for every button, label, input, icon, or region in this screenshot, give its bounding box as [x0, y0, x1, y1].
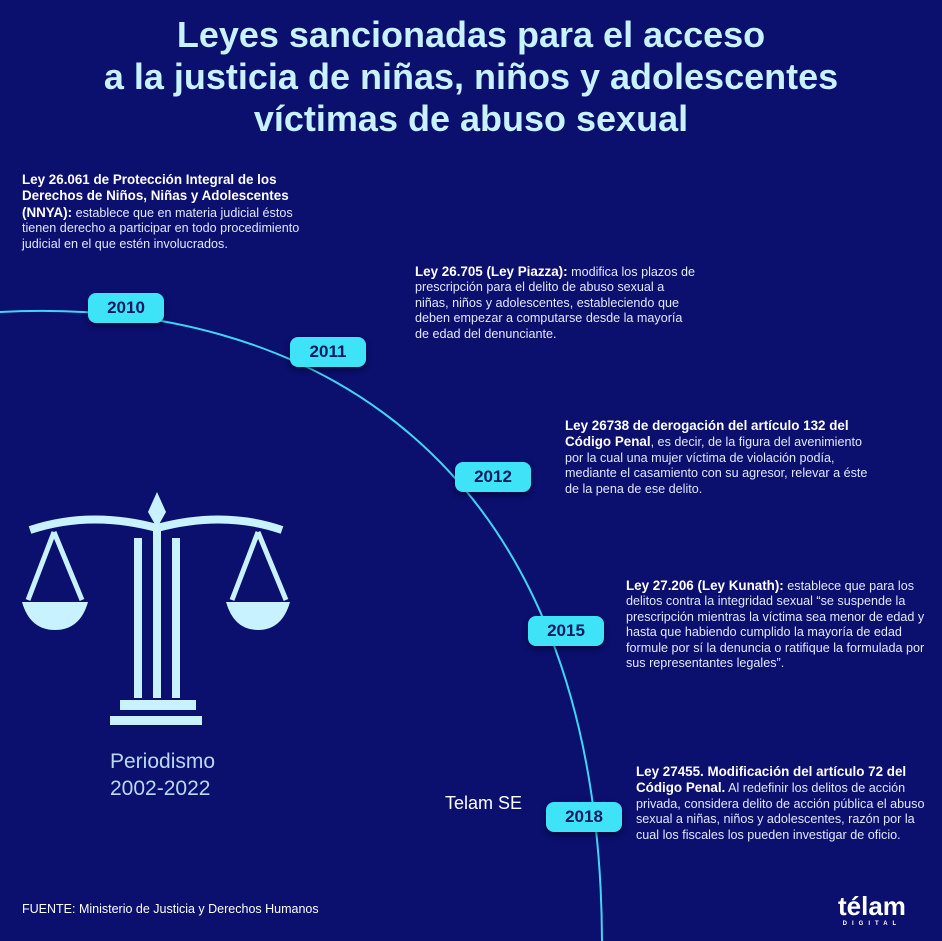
- title-line: a la justicia de niñas, niños y adolesce…: [103, 56, 839, 97]
- period-text: Periodismo: [110, 750, 216, 773]
- timeline-entry-2010: Ley 26.061 de Protección Integral de los…: [22, 172, 300, 251]
- source-note: FUENTE: Ministerio de Justicia y Derecho…: [22, 902, 319, 916]
- timeline-entry-2015: Ley 27.206 (Ley Kunath): establece que p…: [626, 578, 925, 671]
- page-title: Leyes sancionadas para el acceso a la ju…: [0, 14, 942, 140]
- timeline-entry-2011: Ley 26.705 (Ley Piazza): modifica los pl…: [415, 264, 695, 341]
- year-badge-2010: 2010: [88, 293, 164, 323]
- year-badge-2011: 2011: [290, 337, 366, 367]
- logo-name: télam: [838, 891, 906, 921]
- credit: Telam SE: [445, 793, 523, 813]
- timeline-entry-2018: Ley 27455. Modificación del artículo 72 …: [636, 764, 925, 842]
- logo-sub: DIGITAL: [842, 921, 902, 927]
- year-badge-2018: 2018: [546, 802, 622, 832]
- timeline-entry-2012: Ley 26738 de derogación del artículo 132…: [565, 418, 868, 496]
- year-badge-2012: 2012: [455, 462, 531, 492]
- telam-logo: télam DIGITAL: [838, 892, 906, 928]
- scales-of-justice-icon: [22, 492, 290, 725]
- title-line: víctimas de abuso sexual: [253, 98, 689, 139]
- period-years: 2002-2022: [110, 777, 211, 800]
- title-line: Leyes sancionadas para el acceso: [176, 14, 766, 55]
- period-label: Periodismo 2002-2022: [110, 748, 215, 802]
- year-badge-2015: 2015: [528, 616, 604, 646]
